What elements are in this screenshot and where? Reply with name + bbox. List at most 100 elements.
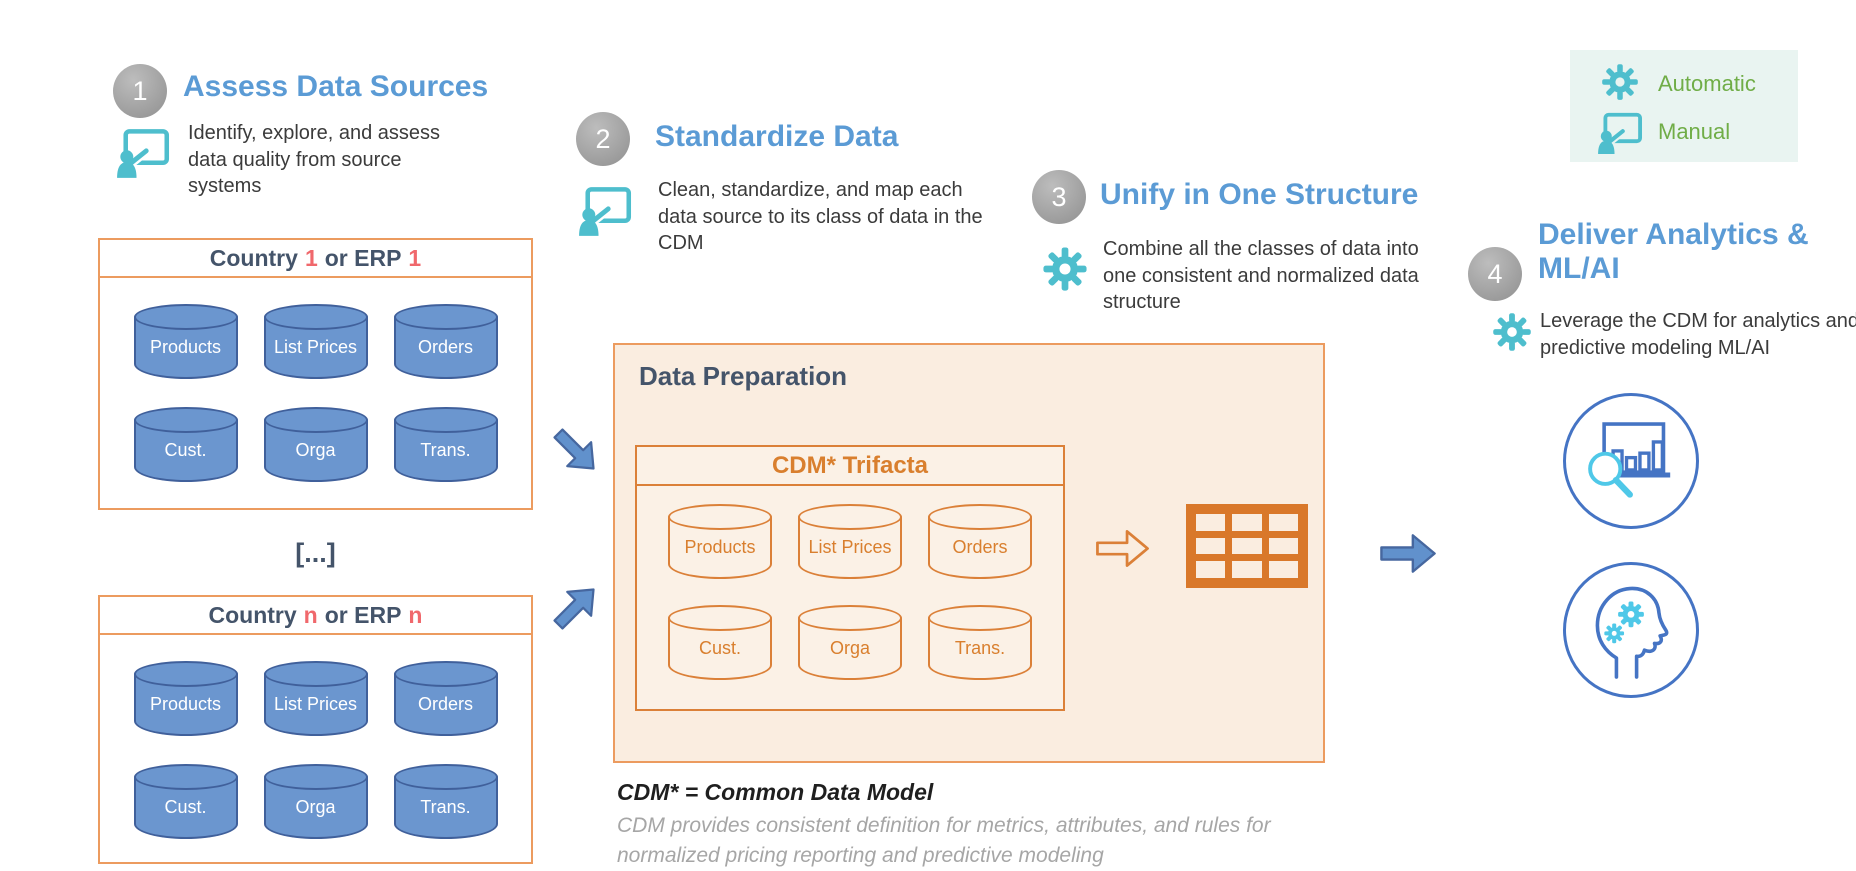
flow-arrow-right-icon [1379, 531, 1437, 576]
cylinder-row: Cust. Orga Trans. [100, 764, 531, 839]
footnote-title: CDM* = Common Data Model [617, 779, 934, 805]
gear-icon [1601, 63, 1639, 101]
table-grid-cell [1232, 514, 1262, 531]
table-grid-cell [1196, 537, 1226, 555]
db-cylinder-label: Products [684, 536, 756, 557]
cylinder-row: Cust. Orga Trans. [637, 605, 1063, 680]
step-4-title: Deliver Analytics & ML/AI [1538, 218, 1809, 286]
step-2-number-badge: 2 [576, 112, 630, 166]
legend-label-manual: Manual [1658, 119, 1731, 144]
table-grid-icon [1186, 504, 1308, 588]
db-cylinder-orga: Orga [263, 407, 368, 482]
db-cylinder-label: List Prices [273, 693, 358, 714]
db-cylinder-label: Orga [829, 637, 871, 658]
cdm-trifacta-title: CDM* Trifacta [637, 447, 1063, 486]
db-cylinder-label: List Prices [808, 536, 892, 557]
table-grid-cell [1232, 561, 1262, 578]
db-cylinder-label: Cust. [698, 637, 741, 658]
cdm-cylinder-products: Products [668, 504, 772, 579]
legend-box: Automatic Manual [1570, 50, 1798, 162]
country-label: Country [209, 244, 298, 271]
table-grid-cell [1268, 561, 1298, 578]
erp-number: 1 [408, 244, 422, 271]
db-cylinder-cust: Cust. [133, 407, 238, 482]
table-grid-cell [1268, 514, 1298, 531]
step-3-number-badge: 3 [1032, 170, 1086, 224]
db-cylinder-label: Orders [417, 693, 473, 714]
erp-number: n [408, 601, 423, 628]
db-cylinder-label: Trans. [420, 796, 471, 817]
table-grid-cell [1232, 537, 1262, 555]
step-4-number: 4 [1487, 258, 1503, 289]
country-label: Country [208, 601, 297, 628]
cylinder-row: Products List Prices Orders [637, 504, 1063, 579]
gear-icon [1042, 246, 1088, 292]
step-2-description: Clean, standardize, and map each data so… [658, 179, 983, 255]
data-preparation-title: Data Preparation [639, 361, 848, 391]
analytics-chart-search-icon [1563, 393, 1699, 529]
flow-arrow-up-right-icon [542, 573, 610, 641]
country-number: 1 [304, 244, 318, 271]
step-1-title: Assess Data Sources [183, 70, 489, 103]
db-cylinder-list-prices: List Prices [263, 304, 368, 379]
db-cylinder-list-prices: List Prices [263, 661, 368, 736]
cylinder-row: Products List Prices Orders [100, 661, 531, 736]
data-preparation-box: Data Preparation CDM* Trifacta Products … [613, 343, 1325, 763]
footnote-body: CDM provides consistent definition for m… [617, 814, 1271, 867]
erp-label: or ERP [324, 601, 402, 628]
db-cylinder-label: Products [149, 693, 222, 714]
presenter-icon [578, 186, 632, 236]
country-number: n [303, 601, 318, 628]
db-cylinder-label: List Prices [273, 336, 358, 357]
ml-ai-head-gears-icon [1563, 562, 1699, 698]
sources-ellipsis: [...] [295, 538, 336, 568]
db-cylinder-cust: Cust. [133, 764, 238, 839]
table-grid-cell [1196, 561, 1226, 578]
cdm-trifacta-box: CDM* Trifacta Products List Prices Order… [635, 445, 1065, 711]
step-3-description: Combine all the classes of data into one… [1103, 238, 1419, 314]
cdm-cylinder-cust: Cust. [668, 605, 772, 680]
step-4-number-badge: 4 [1468, 247, 1522, 301]
cdm-cylinder-trans: Trans. [928, 605, 1032, 680]
step-3-number: 3 [1051, 181, 1067, 212]
db-cylinder-label: Orders [417, 336, 473, 357]
step-1-number-badge: 1 [113, 64, 167, 118]
db-cylinder-label: Trans. [420, 439, 471, 460]
db-cylinder-products: Products [133, 661, 238, 736]
erp-label: or ERP [324, 244, 402, 271]
cdm-cylinder-orders: Orders [928, 504, 1032, 579]
cylinder-row: Cust. Orga Trans. [100, 407, 531, 482]
cdm-cylinder-list-prices: List Prices [798, 504, 902, 579]
table-grid-cell [1268, 537, 1298, 555]
db-cylinder-label: Orga [295, 439, 336, 460]
presenter-icon [1597, 112, 1643, 154]
step-1-description: Identify, explore, and assess data quali… [188, 122, 440, 198]
db-cylinder-products: Products [133, 304, 238, 379]
gear-icon [1492, 312, 1532, 352]
db-cylinder-orga: Orga [263, 764, 368, 839]
db-cylinder-orders: Orders [393, 304, 498, 379]
db-cylinder-trans: Trans. [393, 407, 498, 482]
table-grid-cell [1196, 514, 1226, 531]
db-cylinder-label: Orders [952, 536, 1008, 557]
db-cylinder-orders: Orders [393, 661, 498, 736]
db-cylinder-label: Products [149, 336, 222, 357]
step-2-title: Standardize Data [655, 120, 899, 153]
transform-arrow-icon [1093, 528, 1152, 569]
legend-label-automatic: Automatic [1658, 71, 1756, 96]
db-cylinder-label: Cust. [164, 439, 207, 460]
step-2-number: 2 [595, 123, 611, 154]
db-cylinder-trans: Trans. [393, 764, 498, 839]
db-cylinder-label: Trans. [954, 637, 1006, 658]
step-4-description: Leverage the CDM for analytics and predi… [1540, 310, 1856, 359]
db-cylinder-label: Orga [295, 796, 336, 817]
step-1-number: 1 [132, 75, 148, 106]
db-cylinder-label: Cust. [164, 796, 207, 817]
step-3-title: Unify in One Structure [1100, 178, 1419, 211]
cdm-cylinder-orga: Orga [798, 605, 902, 680]
